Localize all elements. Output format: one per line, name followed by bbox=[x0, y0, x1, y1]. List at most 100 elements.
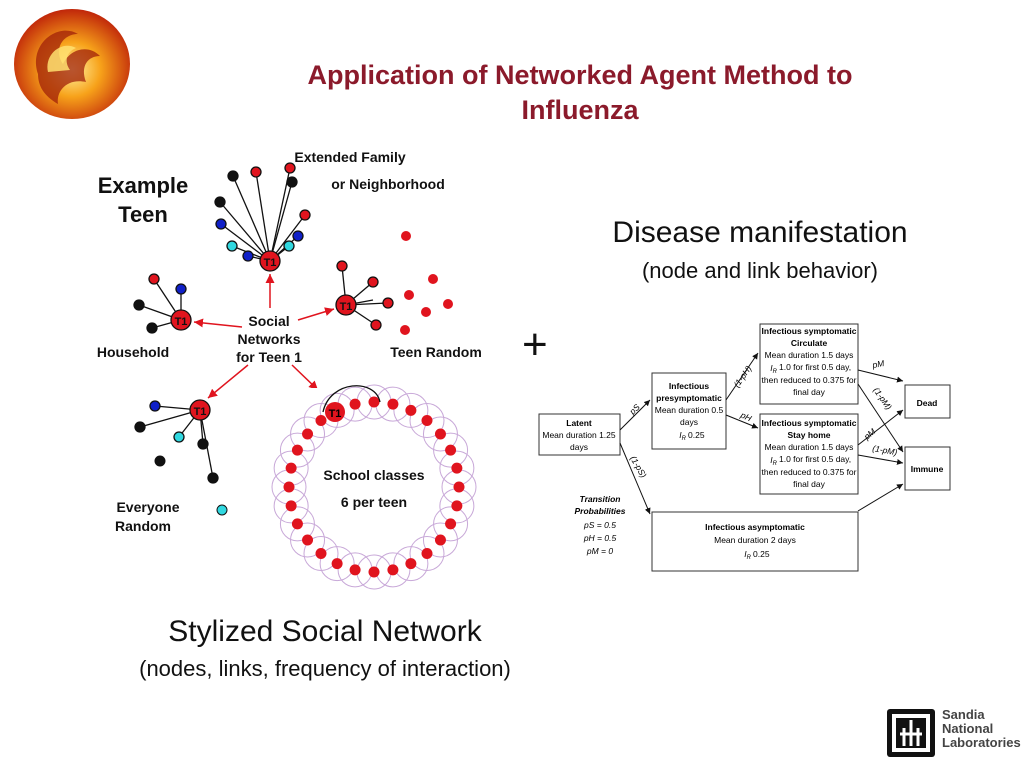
latent-title: Latent bbox=[566, 418, 592, 428]
school-node bbox=[302, 534, 314, 546]
flow-arrows bbox=[619, 352, 904, 515]
presym-ir: I bbox=[679, 430, 682, 440]
sandia-line1: Sandia bbox=[942, 707, 985, 722]
t1-node-label-right: T1 bbox=[340, 301, 353, 313]
social-networks-line1: Social bbox=[248, 313, 289, 329]
school-node bbox=[291, 444, 303, 456]
plus-sign: + bbox=[522, 320, 548, 369]
stayhome-title2: Stay home bbox=[788, 430, 831, 440]
school-node bbox=[405, 404, 417, 416]
presym-ir-sub: R bbox=[682, 436, 687, 442]
school-node bbox=[302, 428, 314, 440]
stayhome-ir-value: 1.0 for first 0.5 day, bbox=[779, 454, 851, 464]
ring-overlap-circle bbox=[409, 535, 445, 571]
presym-days: days bbox=[680, 417, 698, 427]
title-line-2: Influenza bbox=[521, 95, 639, 125]
ring-overlap-circle bbox=[393, 546, 429, 582]
presym-ir-value: 0.25 bbox=[688, 430, 705, 440]
school-node bbox=[315, 415, 327, 427]
teen-random-cluster bbox=[335, 260, 394, 331]
title-line-1: Application of Networked Agent Method to bbox=[307, 60, 853, 90]
school-t1-label: T1 bbox=[329, 408, 342, 420]
circulate-reduced: then reduced to 0.375 for bbox=[762, 375, 857, 385]
social-network-heading: Stylized Social Network bbox=[168, 615, 482, 648]
neighborhood-label: or Neighborhood bbox=[331, 176, 445, 192]
ring-overlap-circle bbox=[422, 522, 458, 558]
extended-family-label: Extended Family bbox=[294, 149, 405, 165]
stayhome-ir: I bbox=[770, 455, 773, 465]
asym-ir: I bbox=[744, 549, 747, 559]
school-node bbox=[285, 500, 297, 512]
school-classes-ring: T1 bbox=[271, 384, 480, 590]
household-cluster bbox=[133, 273, 192, 334]
latent-duration: Mean duration 1.25 bbox=[542, 430, 616, 440]
ring-overlap-circle bbox=[393, 392, 429, 428]
circulate-duration: Mean duration 1.5 days bbox=[765, 350, 854, 360]
presymptomatic-box bbox=[651, 372, 727, 450]
school-node bbox=[387, 564, 399, 576]
school-node bbox=[405, 558, 417, 570]
school-node bbox=[451, 462, 463, 474]
school-node bbox=[285, 462, 297, 474]
teen-random-free-nodes bbox=[400, 231, 453, 335]
school-node bbox=[434, 534, 446, 546]
t1-node-label-top: T1 bbox=[264, 257, 277, 269]
school-node bbox=[434, 428, 446, 440]
school-node bbox=[451, 500, 463, 512]
example-teen-line2: Teen bbox=[118, 202, 168, 227]
social-networks-line2: Networks bbox=[237, 331, 300, 347]
asym-ir-value: 0.25 bbox=[753, 549, 770, 559]
svg-text:IR: IR bbox=[770, 363, 777, 375]
transition-pM: pM = 0 bbox=[586, 546, 613, 556]
transition-pH: pH = 0.5 bbox=[583, 533, 617, 543]
ring-overlap-circle bbox=[319, 546, 355, 582]
stayhome-title1: Infectious symptomatic bbox=[762, 418, 857, 428]
everyone-random-line1: Everyone bbox=[116, 499, 179, 515]
edge-1-pS: (1-pS) bbox=[628, 454, 649, 480]
ring-overlap-circle bbox=[290, 416, 326, 452]
example-teen-line1: Example bbox=[98, 173, 189, 198]
stayhome-box bbox=[759, 413, 859, 495]
svg-text:IR: IR bbox=[770, 455, 777, 467]
center-arrows bbox=[193, 274, 335, 399]
teen-random-label: Teen Random bbox=[390, 344, 482, 360]
edge-1-pM-bottom: (1-pM) bbox=[872, 443, 899, 457]
household-label: Household bbox=[97, 344, 169, 360]
stayhome-final: final day bbox=[793, 479, 825, 489]
sandia-logo-icon bbox=[887, 709, 935, 757]
six-per-teen-label: 6 per teen bbox=[341, 494, 407, 510]
stayhome-reduced: then reduced to 0.375 for bbox=[762, 467, 857, 477]
stayhome-ir-sub: R bbox=[773, 461, 778, 467]
edge-1-pH: (1-pH) bbox=[731, 364, 753, 390]
disease-manifestation-heading: Disease manifestation bbox=[612, 216, 908, 249]
dead-box bbox=[904, 384, 951, 419]
school-node bbox=[445, 444, 457, 456]
school-node bbox=[421, 415, 433, 427]
school-node bbox=[368, 396, 380, 408]
circulate-final: final day bbox=[793, 387, 825, 397]
everyone-random-line2: Random bbox=[115, 518, 171, 534]
asym-ir-sub: R bbox=[747, 555, 752, 561]
stayhome-duration: Mean duration 1.5 days bbox=[765, 442, 854, 452]
dead-label: Dead bbox=[917, 398, 938, 408]
circulate-title1: Infectious symptomatic bbox=[762, 326, 857, 336]
transition-title1: Transition bbox=[580, 494, 621, 504]
school-node bbox=[421, 547, 433, 559]
immune-label: Immune bbox=[911, 464, 944, 474]
circulate-ir-sub: R bbox=[773, 369, 778, 375]
ring-overlap-circle bbox=[409, 403, 445, 439]
disease-flow-diagram: Latent Mean duration 1.25 days Infectiou… bbox=[538, 323, 951, 572]
social-network-subheading: (nodes, links, frequency of interaction) bbox=[139, 656, 511, 681]
school-node bbox=[453, 481, 465, 493]
ring-overlap-circle bbox=[433, 432, 469, 468]
edge-pS: pS bbox=[627, 402, 642, 417]
sandia-line2: National bbox=[942, 721, 994, 736]
latent-box bbox=[538, 413, 621, 456]
ring-overlap-circle bbox=[433, 506, 469, 542]
presym-title1: Infectious bbox=[669, 381, 709, 391]
page-title: Application of Networked Agent Method to… bbox=[190, 58, 970, 128]
ring-overlap-circle bbox=[279, 432, 315, 468]
everyone-random-free-nodes bbox=[154, 455, 228, 516]
school-node bbox=[445, 518, 457, 530]
svg-text:IR: IR bbox=[744, 549, 751, 561]
